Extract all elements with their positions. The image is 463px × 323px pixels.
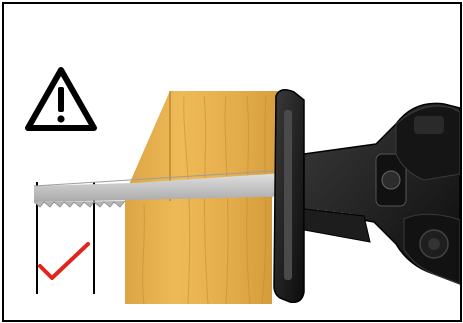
checkmark-icon [40,244,88,278]
saw-shoe [274,90,304,303]
warning-icon [28,70,94,128]
saw-illustration [4,4,460,320]
saw-body [304,103,460,284]
